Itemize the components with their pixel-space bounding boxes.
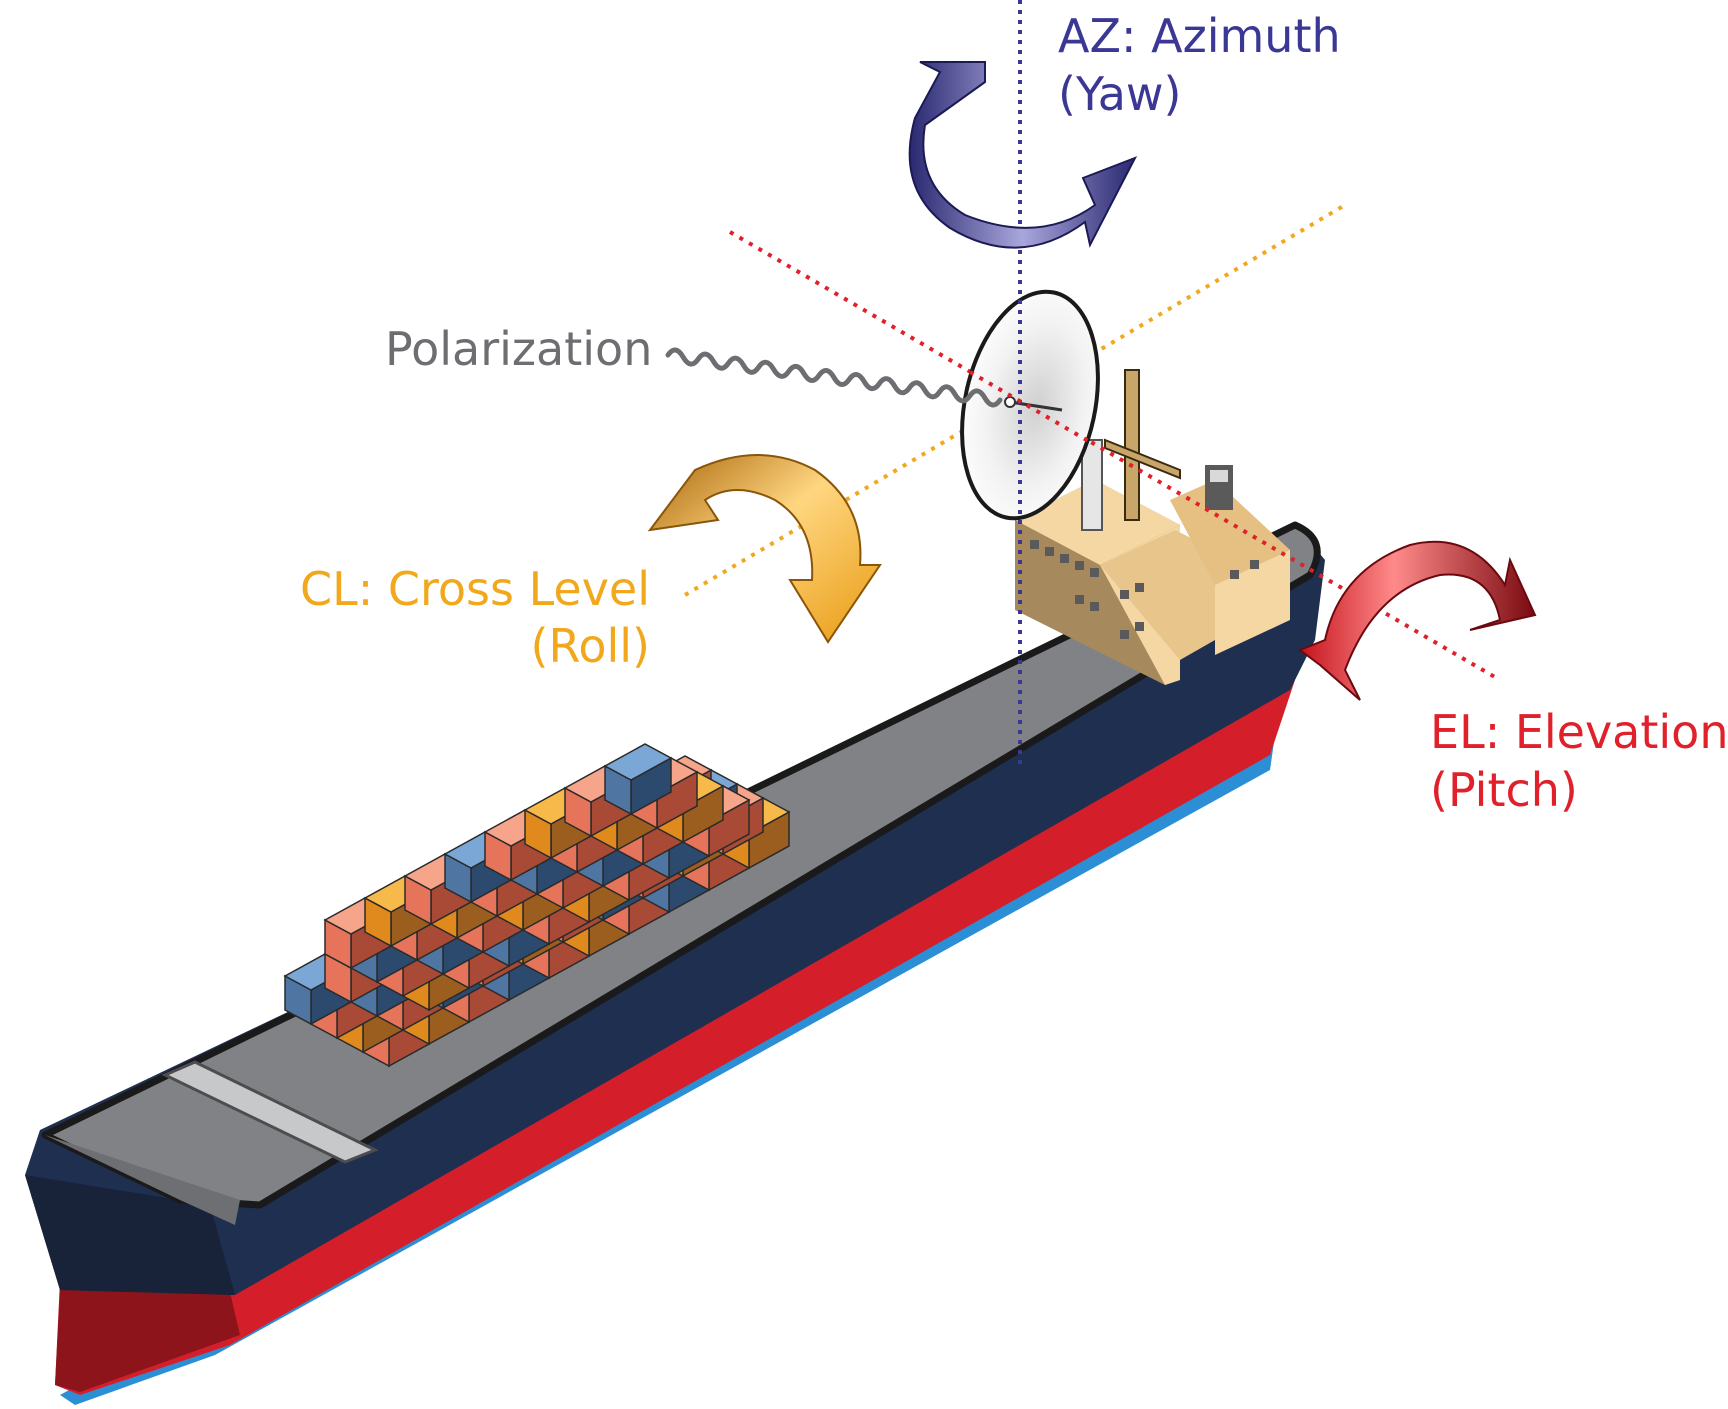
cross-level-label-line1: CL: Cross Level <box>300 562 650 616</box>
yaw-rotation-arrow-icon <box>908 61 1138 249</box>
azimuth-label-line1: AZ: Azimuth <box>1058 9 1341 63</box>
polarization-wave <box>665 347 1003 408</box>
cross-level-label-line2: (Roll) <box>531 619 651 673</box>
container-block <box>603 743 673 781</box>
cross-level-axis-line <box>683 203 1347 597</box>
ship-bridge-superstructure <box>1015 369 1290 685</box>
deck-hatch <box>161 1060 379 1164</box>
elevation-label-line2: (Pitch) <box>1430 763 1578 817</box>
polarization-label: Polarization <box>385 322 652 376</box>
roll-rotation-arrow-icon <box>647 454 882 644</box>
azimuth-label-line2: (Yaw) <box>1058 67 1181 121</box>
container-stack <box>283 743 791 1068</box>
pitch-rotation-arrow-icon <box>1297 540 1537 701</box>
elevation-label-line1: EL: Elevation <box>1430 705 1728 759</box>
